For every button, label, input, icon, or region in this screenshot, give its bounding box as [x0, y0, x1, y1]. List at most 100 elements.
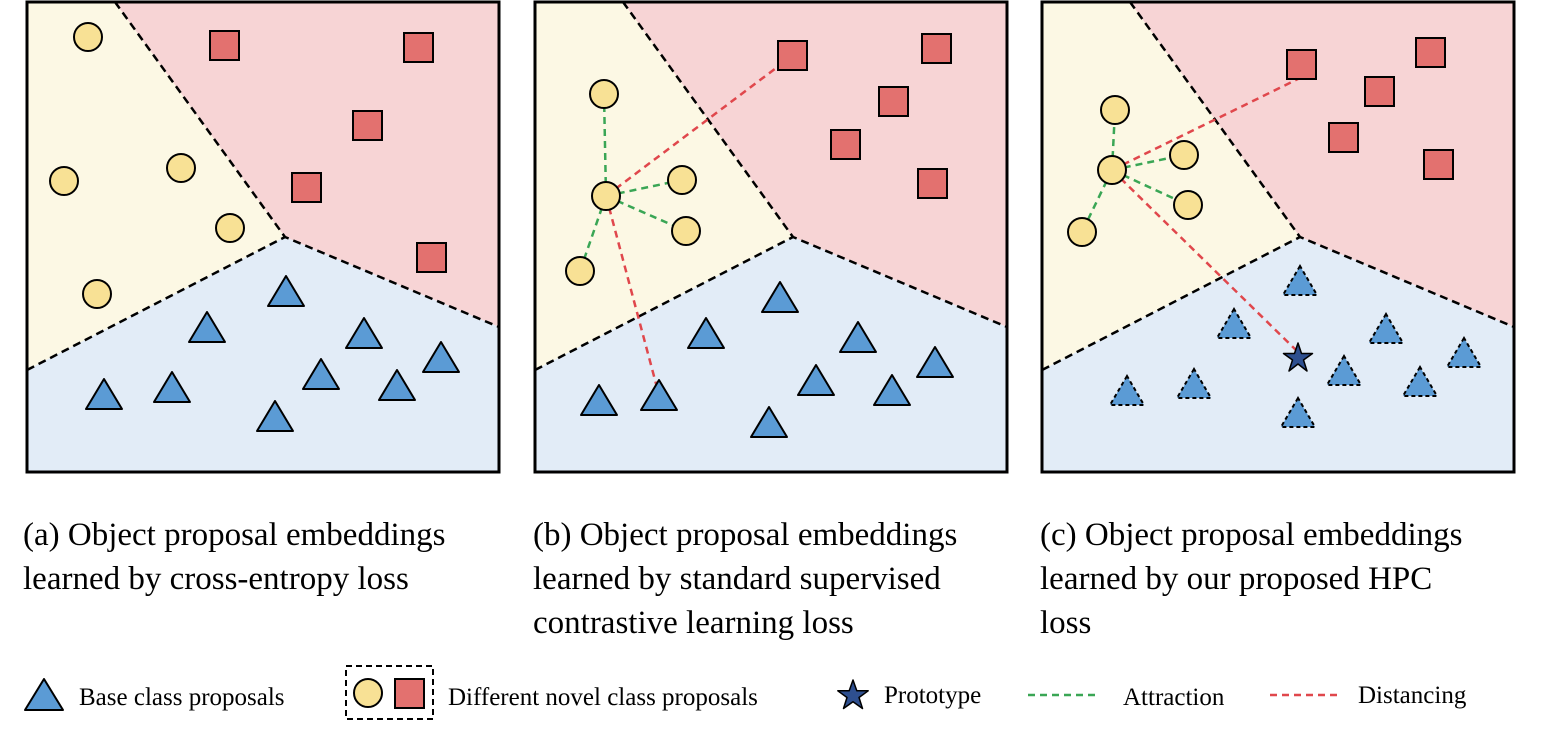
caption-a: (a) Object proposal embeddings learned b…: [23, 513, 445, 601]
novel-circle-proposal: [49, 166, 79, 196]
novel-circle-anchor: [591, 181, 621, 211]
base-triangle-proposal: [839, 321, 877, 353]
panel-border: [1040, 0, 1516, 474]
base-triangle-proposal: [580, 384, 618, 416]
novel-square-proposal: [1286, 49, 1317, 80]
novel-square-proposal: [1423, 149, 1454, 180]
novel-square-proposal: [1364, 76, 1395, 107]
base-triangle-proposal-dashed: [1367, 312, 1405, 344]
panel-border: [533, 0, 1009, 474]
base-triangle-proposal-dashed: [1281, 264, 1319, 296]
novel-circle-proposal: [565, 256, 595, 286]
novel-circle-proposal: [671, 216, 701, 246]
novel-circle-proposal: [1169, 140, 1199, 170]
caption-a-line: (a) Object proposal embeddings: [23, 517, 446, 553]
novel-square-proposal: [403, 32, 434, 63]
novel-circle-proposal: [1100, 95, 1130, 125]
base-class-region: [27, 237, 499, 472]
legend-attraction-label: Attraction: [1123, 684, 1225, 711]
novel-circle-proposal: [166, 153, 196, 183]
caption-c-line: learned by our proposed HPC: [1040, 561, 1433, 597]
novel-circle-proposal: [667, 165, 697, 195]
circle-class-region: [27, 2, 285, 370]
circle-class-region: [1042, 2, 1300, 370]
base-triangle-proposal-dashed: [1215, 307, 1253, 339]
base-triangle-proposal-dashed: [1108, 374, 1146, 406]
caption-b: (b) Object proposal embeddings learned b…: [533, 513, 957, 645]
novel-circle-anchor: [1097, 155, 1127, 185]
base-triangle-proposal: [153, 371, 191, 403]
novel-square-proposal: [1328, 122, 1359, 153]
novel-circle-proposal: [589, 79, 619, 109]
novel-square-proposal: [291, 172, 322, 203]
base-triangle-proposal: [188, 311, 226, 343]
base-triangle-proposal: [687, 317, 725, 349]
prototype-star-icon: [1282, 342, 1314, 372]
caption-b-line: (b) Object proposal embeddings: [533, 517, 958, 553]
novel-circle-proposal: [73, 22, 103, 52]
novel-square-proposal: [352, 110, 383, 141]
base-triangle-proposal-dashed: [1325, 354, 1363, 386]
base-triangle-proposal: [750, 406, 788, 438]
base-triangle-proposal: [85, 378, 123, 410]
legend-base-label: Base class proposals: [79, 684, 285, 711]
distancing-link: [1111, 169, 1299, 353]
novel-circle-proposal: [215, 213, 245, 243]
panel-border: [25, 0, 501, 474]
base-triangle-proposal-dashed: [1175, 367, 1213, 399]
base-triangle-proposal-dashed: [1401, 365, 1439, 397]
base-triangle-proposal-dashed: [1445, 336, 1483, 368]
caption-b-line: contrastive learning loss: [533, 605, 854, 641]
novel-square-proposal: [878, 86, 909, 117]
decision-boundary: [26, 235, 286, 372]
square-class-region: [1130, 2, 1514, 327]
base-triangle-proposal: [267, 275, 305, 307]
square-class-region: [623, 2, 1007, 327]
legend-prototype-label: Prototype: [884, 682, 981, 709]
base-triangle-proposal: [345, 317, 383, 349]
legend: Base class proposals Different novel cla…: [24, 665, 1467, 720]
base-triangle-legend-icon: [24, 678, 64, 711]
caption-c-line: (c) Object proposal embeddings: [1040, 517, 1463, 553]
novel-circle-proposal: [82, 279, 112, 309]
novel-square-proposal: [1415, 37, 1446, 68]
distancing-link: [605, 55, 793, 197]
base-triangle-proposal: [640, 379, 678, 411]
base-triangle-proposal: [422, 341, 460, 373]
prototype-legend-icon: [837, 679, 869, 710]
base-class-region: [1042, 237, 1514, 472]
panel-a: [25, 0, 501, 474]
legend-distancing-label: Distancing: [1358, 682, 1467, 709]
caption-b-line: learned by standard supervised: [533, 561, 941, 597]
novel-square-proposal: [921, 33, 952, 64]
decision-boundary: [534, 235, 794, 372]
novel-circle-proposal: [1173, 190, 1203, 220]
novel-square-proposal: [917, 168, 948, 199]
base-triangle-proposal: [761, 281, 799, 313]
distancing-link: [604, 195, 661, 396]
square-class-region: [115, 2, 499, 327]
base-triangle-proposal: [797, 364, 835, 396]
base-triangle-proposal: [256, 400, 294, 432]
novel-group-dashed-box: [345, 665, 434, 720]
caption-c-line: loss: [1040, 605, 1092, 641]
caption-c: (c) Object proposal embeddings learned b…: [1040, 513, 1462, 645]
base-triangle-proposal: [916, 346, 954, 378]
base-triangle-proposal: [302, 358, 340, 390]
novel-circle-legend-icon: [353, 678, 383, 708]
caption-a-line: learned by cross-entropy loss: [23, 561, 409, 597]
novel-square-legend-icon: [394, 678, 425, 709]
decision-boundary: [1041, 235, 1301, 372]
attraction-link: [602, 93, 608, 197]
panel-b: [533, 0, 1009, 474]
novel-square-proposal: [416, 242, 447, 273]
novel-square-proposal: [777, 40, 808, 71]
novel-circle-proposal: [1067, 217, 1097, 247]
base-triangle-proposal: [873, 374, 911, 406]
novel-square-proposal: [209, 30, 240, 61]
panel-c: [1040, 0, 1516, 474]
base-triangle-proposal: [378, 369, 416, 401]
base-class-region: [535, 237, 1007, 472]
legend-novel-label: Different novel class proposals: [448, 684, 758, 711]
